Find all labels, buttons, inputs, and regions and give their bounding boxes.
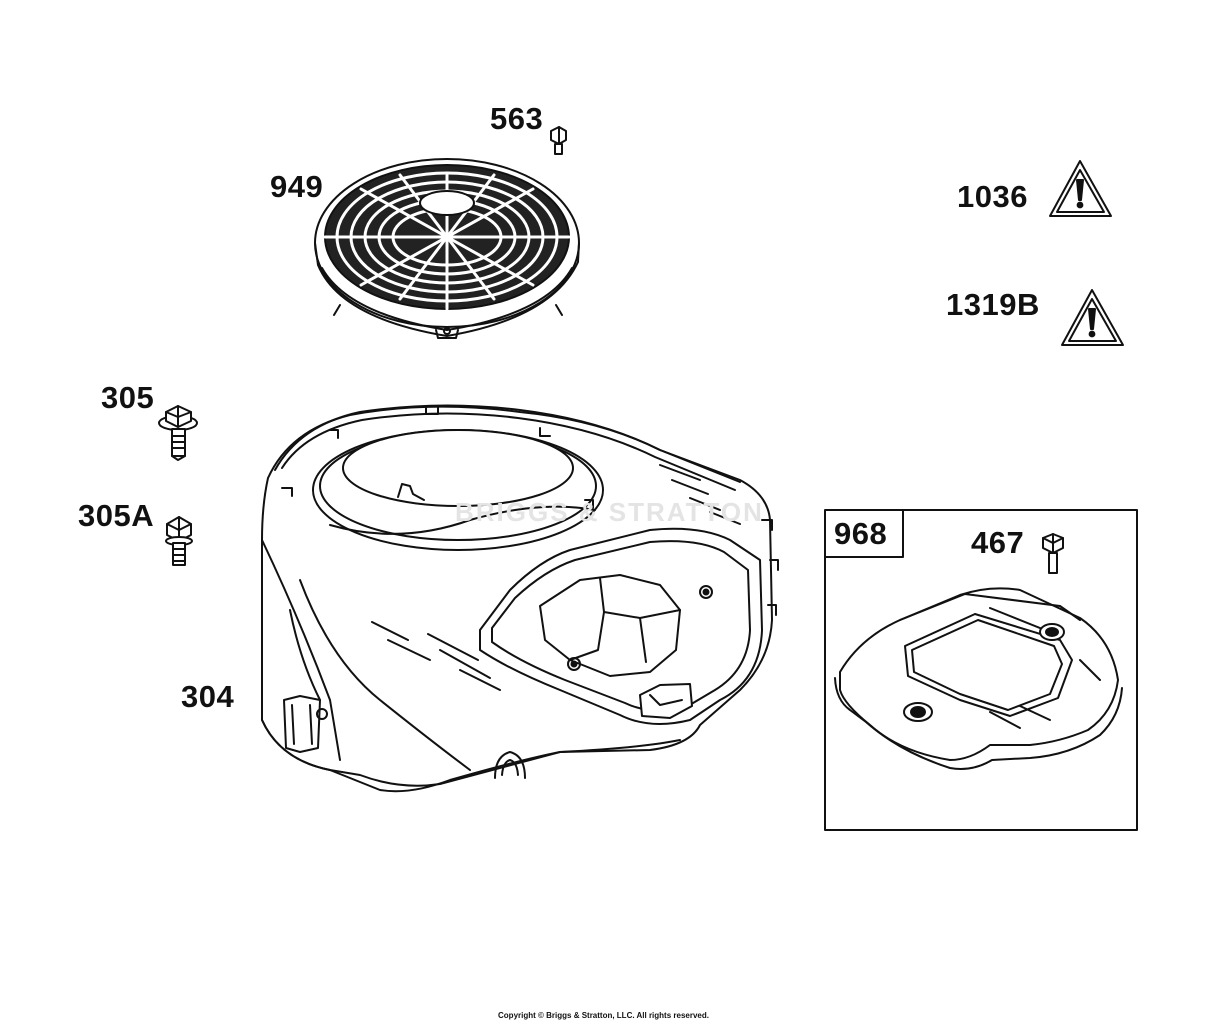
watermark-text: BRIGGS & STRATTON xyxy=(455,497,764,527)
bolt-305a xyxy=(165,516,193,566)
callout-1036: 1036 xyxy=(957,179,1028,214)
bolt-305 xyxy=(158,405,198,461)
callout-305a: 305A xyxy=(78,498,155,533)
warning-triangle-icon xyxy=(1049,160,1112,217)
callout-467: 467 xyxy=(971,525,1025,560)
rotating-screen-949 xyxy=(314,158,580,339)
air-cleaner-cover-968 xyxy=(834,587,1123,770)
callout-563: 563 xyxy=(490,101,544,136)
screw-563 xyxy=(550,126,567,155)
callout-1319b: 1319B xyxy=(946,287,1040,322)
copyright-notice: Copyright © Briggs & Stratton, LLC. All … xyxy=(498,1011,709,1020)
inset-box-968 xyxy=(824,509,1138,831)
callout-305: 305 xyxy=(101,380,155,415)
callout-304: 304 xyxy=(181,679,235,714)
callout-949: 949 xyxy=(270,169,324,204)
screw-467 xyxy=(1042,533,1064,574)
warning-triangle-icon xyxy=(1061,289,1124,346)
blower-housing-304 xyxy=(261,404,779,793)
callout-968: 968 xyxy=(834,516,888,551)
